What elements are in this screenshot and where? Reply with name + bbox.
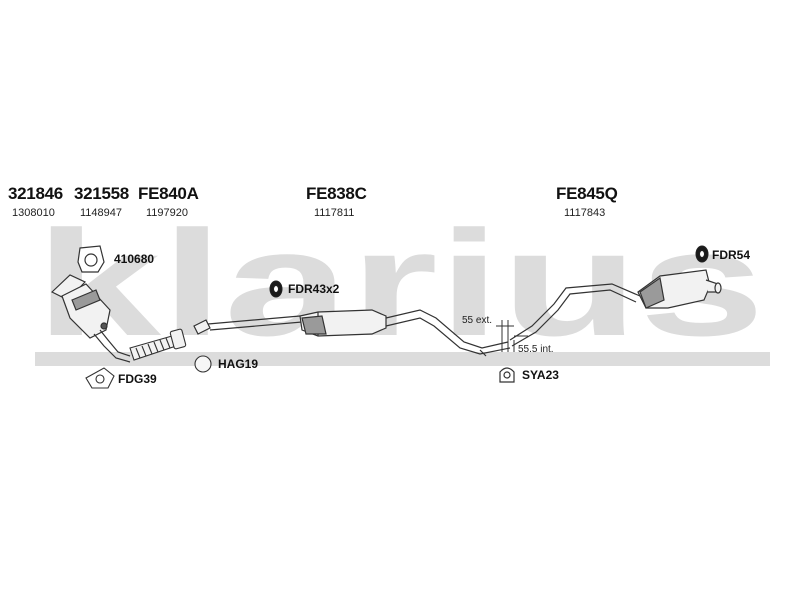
header-ref-2: 1148947 — [80, 207, 123, 219]
note-55-5-int: 55.5 int. — [518, 344, 554, 355]
header-code-1: 321846 — [8, 184, 63, 203]
label-bracket-fdr54: FDR54 — [712, 248, 751, 262]
header-code-4: FE838C — [306, 184, 367, 203]
intermediate-pipe — [207, 315, 303, 331]
rear-pipe — [509, 283, 641, 347]
ring-hag19-icon — [194, 355, 212, 373]
label-gasket-410680: 410680 — [114, 252, 155, 266]
catalytic-converter — [50, 274, 131, 363]
intermediate-flange — [193, 319, 211, 335]
joint-dimensions — [496, 320, 528, 352]
centre-silencer-section — [193, 309, 511, 357]
header-ref-5: 1117843 — [564, 207, 606, 219]
rubber-bracket-fdr54-icon — [695, 245, 709, 263]
front-downpipe-edge — [93, 333, 131, 363]
rear-silencer-section — [509, 269, 722, 347]
gasket-fdg39-icon — [85, 367, 115, 389]
label-bracket-fdr43: FDR43x2 — [288, 282, 340, 296]
label-gasket-fdg39: FDG39 — [118, 372, 157, 386]
header-code-5: FE845Q — [556, 184, 618, 203]
header-code-2: 321558 — [74, 184, 129, 203]
header-ref-3: 1197920 — [146, 207, 189, 219]
centre-tailpipe — [385, 309, 511, 355]
tailpipe-outlet — [714, 282, 722, 294]
watermark-text: klarius — [35, 199, 765, 367]
label-clamp-sya23: SYA23 — [522, 368, 559, 382]
lambda-sensor-port — [100, 322, 108, 330]
rubber-bracket-fdr43-icon — [269, 280, 283, 298]
header-code-3: FE840A — [138, 184, 199, 203]
front-downpipe — [99, 329, 131, 357]
label-ring-hag19: HAG19 — [218, 357, 259, 371]
flex-bellows — [135, 337, 171, 359]
rear-silencer-shade — [639, 276, 665, 309]
header-ref-1: 1308010 — [12, 207, 55, 219]
note-55-ext: 55 ext. — [462, 315, 493, 326]
watermark-baseline — [35, 352, 770, 366]
flex-pipe — [129, 328, 187, 361]
clamp-sya23-icon — [499, 367, 515, 383]
centre-silencer-shade — [301, 315, 327, 335]
gasket-410680-icon — [77, 245, 105, 273]
header-ref-4: 1117811 — [314, 207, 355, 219]
watermark: klarius — [35, 199, 770, 367]
converter-heatshield — [71, 289, 101, 311]
flex-flange — [169, 328, 187, 350]
